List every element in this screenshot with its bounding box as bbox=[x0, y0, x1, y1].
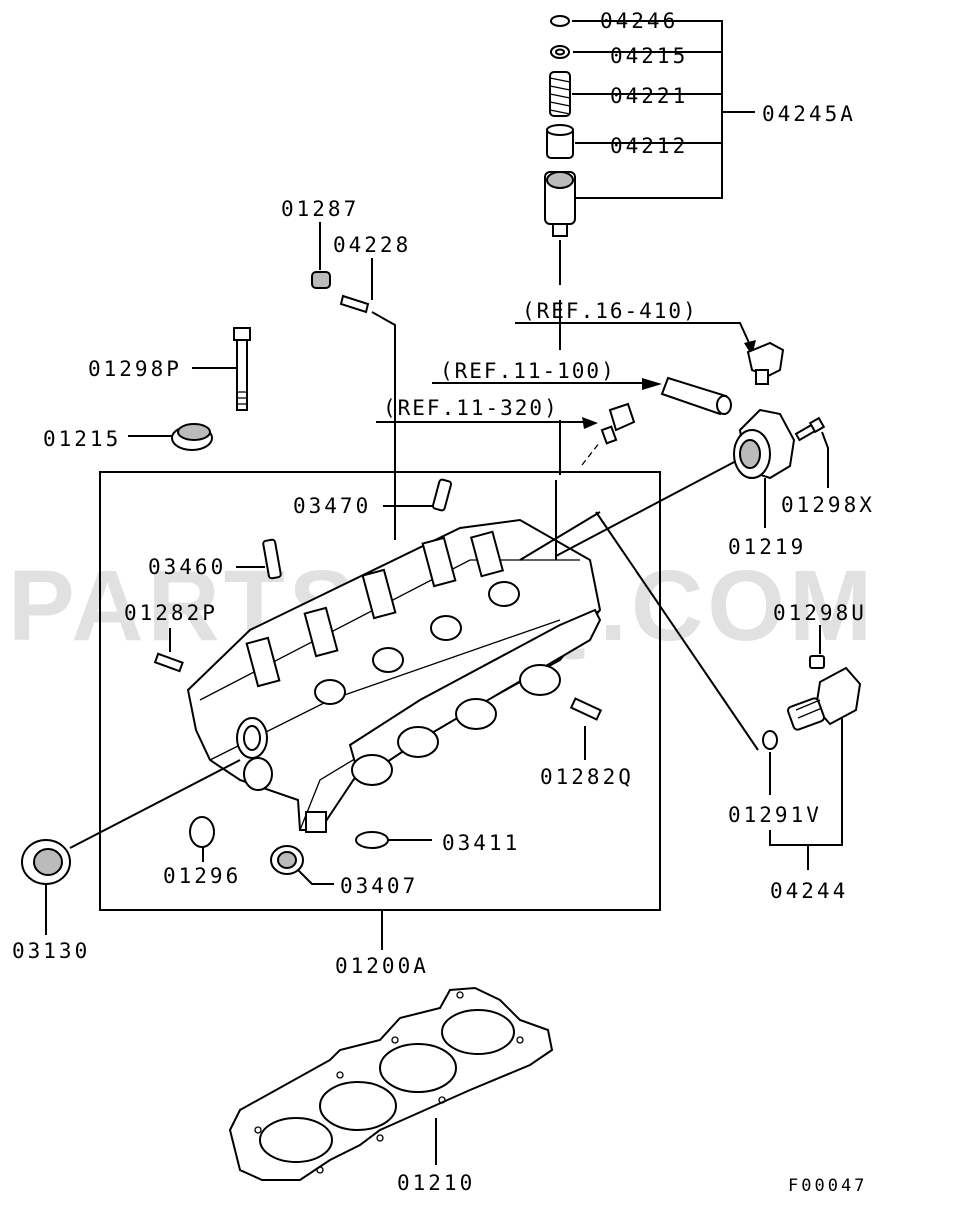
part-01298P-bolt[interactable] bbox=[233, 327, 251, 411]
label-03460: 03460 bbox=[148, 555, 226, 579]
part-04245A-body[interactable] bbox=[544, 171, 576, 237]
label-01287: 01287 bbox=[281, 197, 359, 221]
part-04221-spring[interactable] bbox=[549, 71, 571, 117]
intake-ports bbox=[351, 664, 561, 786]
part-04246-clip[interactable] bbox=[550, 15, 570, 27]
label-04221: 04221 bbox=[610, 84, 688, 108]
label-03411: 03411 bbox=[442, 831, 520, 855]
injector-ref-part[interactable] bbox=[660, 376, 732, 416]
label-01298U: 01298U bbox=[773, 601, 867, 625]
part-03130-oil-seal[interactable] bbox=[21, 839, 71, 885]
cylinder-head[interactable] bbox=[186, 518, 602, 833]
label-03407: 03407 bbox=[340, 874, 418, 898]
label-01282P: 01282P bbox=[124, 601, 218, 625]
label-03130: 03130 bbox=[12, 939, 90, 963]
ref-11-100: (REF.11-100) bbox=[440, 359, 616, 383]
part-04228-pin[interactable] bbox=[339, 294, 370, 314]
part-03470-dowel[interactable] bbox=[431, 478, 453, 512]
label-01219: 01219 bbox=[728, 535, 806, 559]
cylinder-head-group-frame bbox=[99, 471, 661, 911]
part-01291V-oring[interactable] bbox=[762, 730, 778, 750]
label-01298X: 01298X bbox=[781, 493, 875, 517]
part-01215-cap[interactable] bbox=[171, 423, 213, 451]
part-01282P-stud[interactable] bbox=[153, 652, 184, 673]
label-04244: 04244 bbox=[770, 879, 848, 903]
temp-sensor[interactable] bbox=[600, 402, 636, 445]
label-04212: 04212 bbox=[610, 134, 688, 158]
label-04245A: 04245A bbox=[762, 102, 856, 126]
part-01296-ring[interactable] bbox=[189, 816, 215, 848]
ref-16-410: (REF.16-410) bbox=[522, 299, 698, 323]
label-03470: 03470 bbox=[293, 494, 371, 518]
label-01210: 01210 bbox=[397, 1171, 475, 1195]
label-04246: 04246 bbox=[600, 9, 678, 33]
part-01298U-bolt[interactable] bbox=[809, 655, 825, 669]
label-01282Q: 01282Q bbox=[540, 765, 634, 789]
cam-journals bbox=[314, 581, 520, 705]
figure-code: F00047 bbox=[788, 1176, 867, 1196]
label-04228: 04228 bbox=[333, 233, 411, 257]
part-03407-seal[interactable] bbox=[270, 845, 304, 875]
part-01287-plug[interactable] bbox=[311, 271, 331, 289]
part-01298X-bolt[interactable] bbox=[794, 416, 826, 442]
label-04215: 04215 bbox=[610, 44, 688, 68]
valve-towers bbox=[245, 530, 505, 688]
part-03460-guide[interactable] bbox=[262, 538, 282, 580]
part-01210-head-gasket[interactable] bbox=[228, 986, 554, 1181]
lash-adjuster-assembly bbox=[544, 15, 576, 237]
label-01298P: 01298P bbox=[88, 357, 182, 381]
label-01291V: 01291V bbox=[728, 803, 822, 827]
label-01215: 01215 bbox=[43, 427, 121, 451]
label-01200A: 01200A bbox=[335, 954, 429, 978]
part-01219-oil-control-housing[interactable] bbox=[733, 408, 796, 480]
part-01282Q-stud[interactable] bbox=[569, 697, 603, 721]
part-03411-seal[interactable] bbox=[355, 831, 389, 849]
ref-11-320: (REF.11-320) bbox=[383, 396, 559, 420]
cam-position-sensor[interactable] bbox=[746, 341, 785, 385]
part-04212-plunger[interactable] bbox=[546, 124, 574, 159]
label-01296: 01296 bbox=[163, 864, 241, 888]
part-04244-ocv-valve[interactable] bbox=[786, 666, 862, 731]
